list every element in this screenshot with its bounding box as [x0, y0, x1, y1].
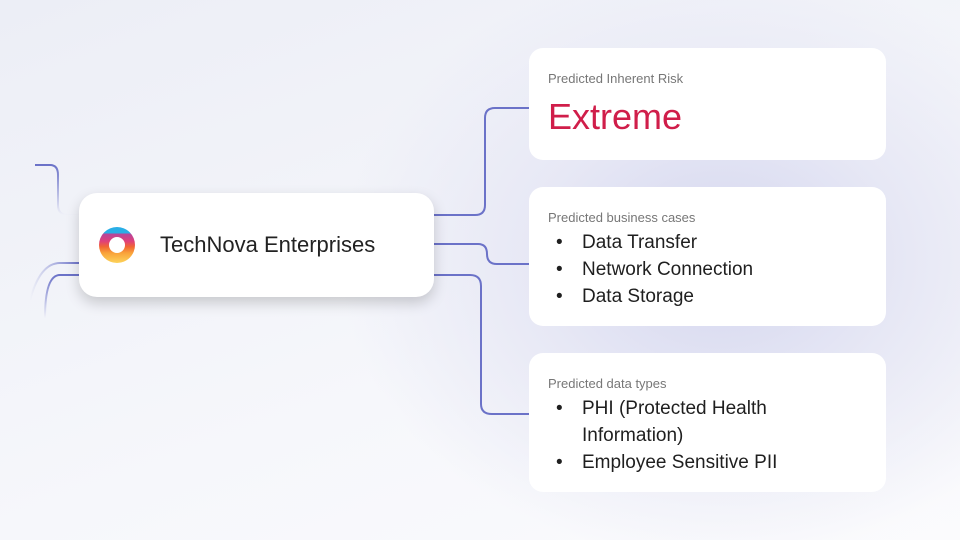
business-cases-label: Predicted business cases	[548, 210, 696, 225]
input-line	[35, 164, 80, 216]
data-types-list: PHI (Protected Health Information) Emplo…	[548, 395, 808, 476]
company-name: TechNova Enterprises	[160, 232, 376, 257]
company-logo-icon	[99, 227, 135, 263]
risk-value: Extreme	[548, 96, 683, 137]
risk-card: Predicted Inherent Risk Extreme	[529, 48, 886, 160]
list-item: Network Connection	[548, 256, 753, 283]
data-types-card: Predicted data types PHI (Protected Heal…	[529, 353, 886, 492]
data-types-label: Predicted data types	[548, 376, 667, 391]
company-node[interactable]: TechNova Enterprises	[79, 193, 434, 297]
input-line	[29, 262, 80, 301]
business-cases-card: Predicted business cases Data Transfer N…	[529, 187, 886, 326]
input-line	[44, 274, 80, 319]
datatypes-connector	[434, 274, 530, 415]
business-connector	[434, 243, 530, 265]
risk-label: Predicted Inherent Risk	[548, 71, 684, 86]
business-cases-list: Data Transfer Network Connection Data St…	[548, 229, 753, 310]
risk-connector	[434, 107, 530, 216]
list-item: Data Transfer	[548, 229, 753, 256]
list-item: Data Storage	[548, 283, 753, 310]
list-item: Employee Sensitive PII	[548, 449, 808, 476]
list-item: PHI (Protected Health Information)	[548, 395, 808, 449]
